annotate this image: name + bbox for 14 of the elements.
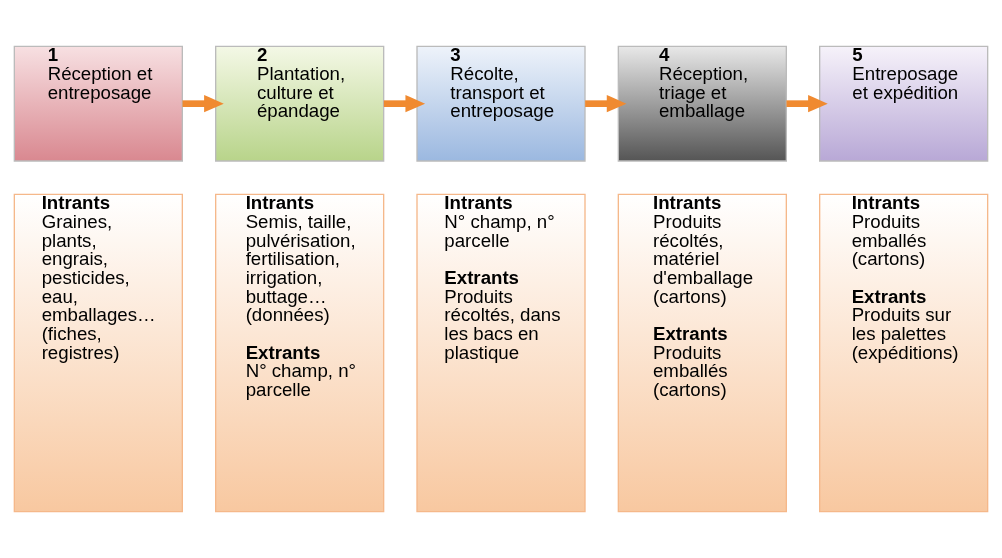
node-box: Intrants N° champ, n° parcelle Extrants Produits récoltés, dans les bacs en plastique	[416, 193, 586, 513]
node-box: Intrants Produits emballés (cartons) Extrants Produits sur les palettes (expéditions)	[819, 193, 989, 513]
node-box: 4 Réception, triage et emballage	[617, 45, 787, 162]
node-box: 5 Entreposage et expédition	[819, 45, 989, 162]
arrow	[786, 95, 828, 113]
node-box: Intrants Semis, taille, pulvérisation, fertilisation, irrigation, buttage… (données) Extrants N° champ, n° parcelle	[215, 193, 385, 513]
node-box: 3 Récolte, transport et entreposage	[416, 45, 586, 162]
node-box: Intrants Graines, plants, engrais, pesticides, eau, emballages… (fiches, registres)	[13, 193, 183, 513]
arrow	[585, 95, 627, 113]
node-box: 1 Réception et entreposage	[13, 45, 183, 162]
arrow	[182, 95, 224, 113]
node-box: 2 Plantation, culture et épandage	[215, 45, 385, 162]
arrow	[383, 95, 426, 113]
node-box: Intrants Produits récoltés, matériel d'emballage (cartons) Extrants Produits emballés (cartons)	[617, 193, 787, 513]
